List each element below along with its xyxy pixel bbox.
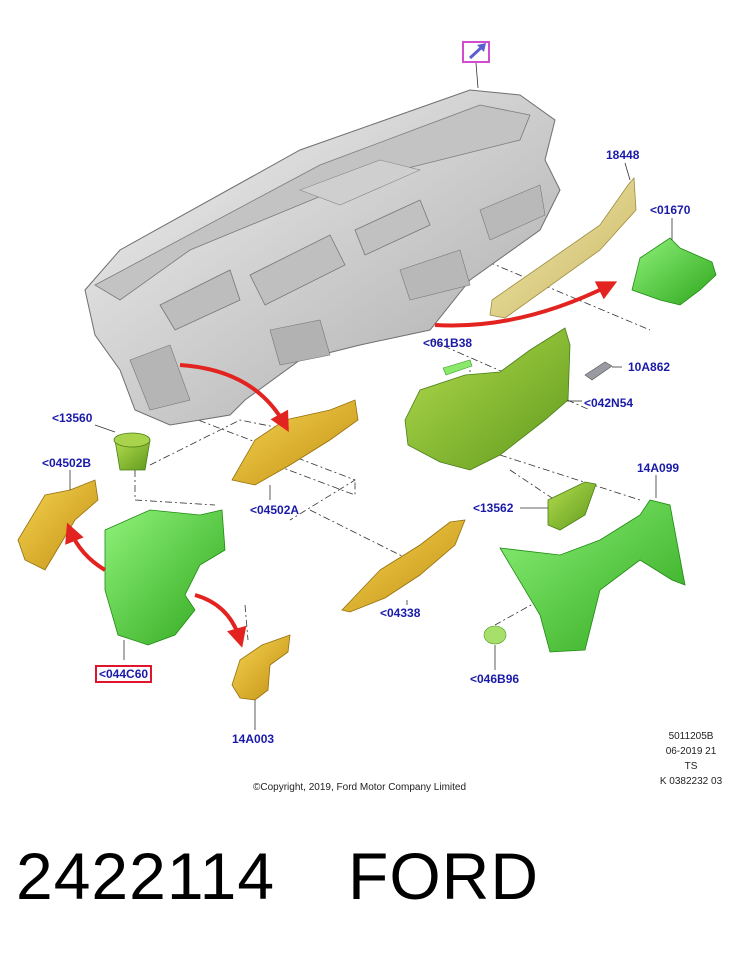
part-01670 [631, 237, 717, 306]
part-14A099 [499, 499, 686, 653]
callout-04502A[interactable]: <04502A [250, 503, 300, 517]
callout-13562[interactable]: <13562 [473, 501, 514, 515]
copyright-notice: ©Copyright, 2019, Ford Motor Company Lim… [253, 782, 467, 793]
doc-line-4: K 0382232 03 [659, 776, 723, 787]
part-04502A [231, 399, 359, 486]
document-info: 5011205B 06-2019 21 TS K 0382232 03 [656, 729, 726, 789]
part-14A003 [231, 634, 291, 701]
callout-14A003[interactable]: 14A003 [232, 732, 275, 746]
brand-name: FORD [348, 839, 539, 913]
doc-line-3: TS [684, 761, 698, 772]
part-number: 2422114 [16, 839, 276, 913]
callout-10A862[interactable]: 10A862 [628, 360, 671, 374]
callout-042N54[interactable]: <042N54 [584, 396, 634, 410]
doc-line-2: 06-2019 21 [665, 746, 717, 757]
part-044C60 [104, 509, 226, 646]
callout-046B96[interactable]: <046B96 [470, 672, 520, 686]
callout-13560[interactable]: <13560 [52, 411, 93, 425]
red-direction-arrows [65, 281, 618, 648]
callout-061B38[interactable]: <061B38 [423, 336, 473, 350]
exploded-parts-diagram [17, 43, 717, 730]
part-061B38 [442, 359, 473, 376]
doc-line-1: 5011205B [668, 731, 714, 742]
callout-044C60[interactable]: <044C60 [95, 665, 153, 683]
trim-strip-18448 [489, 176, 637, 319]
part-04338 [341, 519, 466, 613]
leader-lines [69, 62, 673, 730]
navigate-arrow-icon [468, 43, 486, 60]
part-046B96 [483, 625, 507, 645]
callout-14A099[interactable]: 14A099 [637, 461, 680, 475]
callout-04338[interactable]: <04338 [380, 606, 421, 620]
callout-01670[interactable]: <01670 [650, 203, 691, 217]
part-13562 [547, 481, 597, 531]
part-13560 [113, 432, 151, 471]
navigate-link-box[interactable] [462, 41, 490, 63]
callout-04502B[interactable]: <04502B [42, 456, 92, 470]
instrument-panel-frame [84, 89, 561, 426]
part-042N54 [404, 327, 571, 471]
part-04502B [17, 479, 99, 571]
callout-18448[interactable]: 18448 [606, 148, 640, 162]
part-10A862 [584, 361, 613, 381]
